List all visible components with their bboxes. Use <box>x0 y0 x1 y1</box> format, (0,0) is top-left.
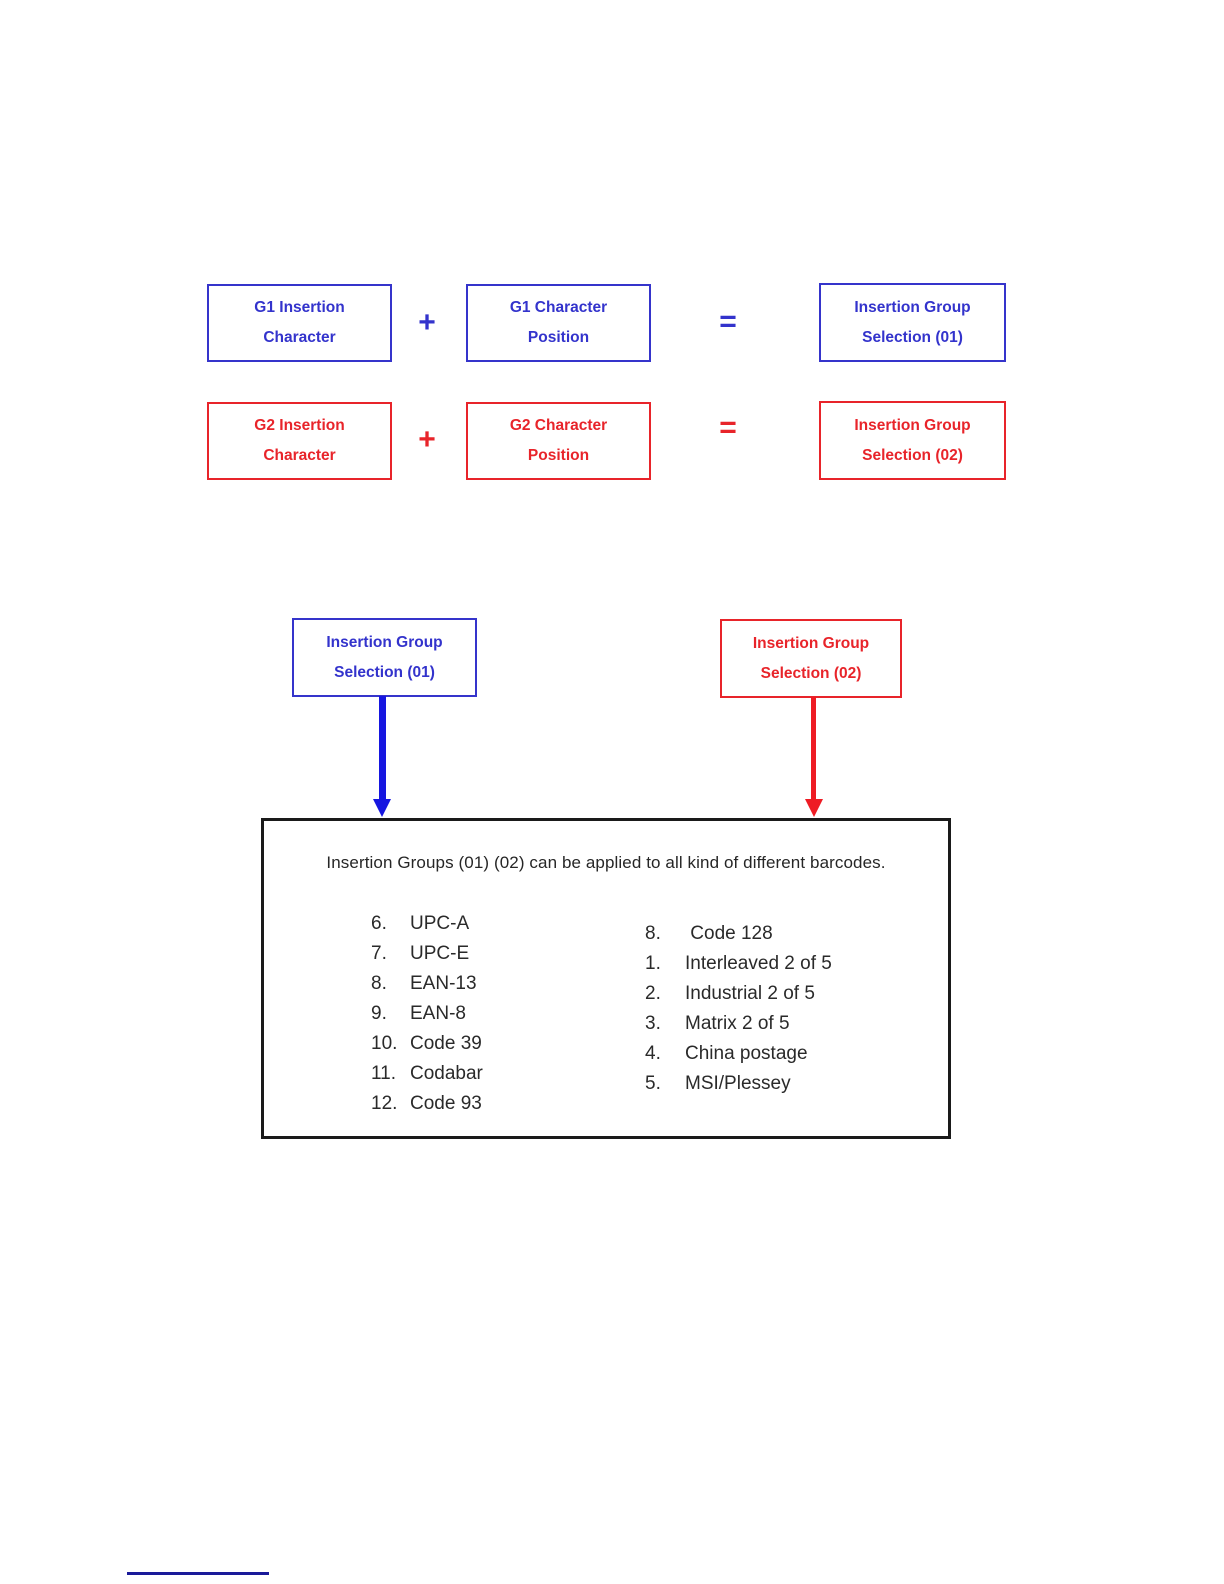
box-label-line: G1 Insertion <box>254 299 345 316</box>
box-label-line: Selection (02) <box>862 446 963 464</box>
box-label-line: Insertion Group <box>326 633 443 651</box>
item-label: Interleaved 2 of 5 <box>685 953 832 974</box>
item-number: 5. <box>645 1073 661 1094</box>
item-label: Code 128 <box>685 923 773 944</box>
box-label-line: G2 Insertion <box>254 417 345 434</box>
list-item: 12. Code 93 <box>371 1091 483 1121</box>
barcode-panel: Insertion Groups (01) (02) can be applie… <box>261 818 951 1139</box>
g1-character-position-box: G1 Character Position <box>466 284 651 362</box>
item-number: 12. <box>371 1093 398 1114</box>
box-label-line: Position <box>527 329 590 346</box>
item-label: UPC-A <box>410 913 470 934</box>
item-number: 8. <box>645 923 661 944</box>
box-label-line: Insertion Group <box>854 298 971 316</box>
item-number: 11. <box>371 1063 397 1084</box>
box-label-line: Selection (01) <box>334 663 435 681</box>
item-label: Code 93 <box>410 1093 482 1114</box>
list-item: 8. Code 128 <box>645 921 832 951</box>
list-item: 3. Matrix 2 of 5 <box>645 1011 832 1041</box>
equals-operator: = <box>719 305 737 338</box>
box-label-line: Position <box>527 447 590 464</box>
box-label-line: Character <box>263 329 336 346</box>
box-label-line: Selection (02) <box>760 664 862 682</box>
item-label: Code 39 <box>410 1033 482 1054</box>
list-item: 9. EAN-8 <box>371 1001 483 1031</box>
footnote-separator-rule <box>127 1572 269 1575</box>
list-item: 2. Industrial 2 of 5 <box>645 981 832 1011</box>
g2-character-position-box: G2 Character Position <box>466 402 651 480</box>
list-item: 11. Codabar <box>371 1061 483 1091</box>
list-item: 7. UPC-E <box>371 941 483 971</box>
item-number: 8. <box>371 973 387 994</box>
item-number: 10. <box>371 1033 398 1054</box>
item-label: EAN-8 <box>410 1003 466 1024</box>
item-number: 2. <box>645 983 661 1004</box>
item-number: 9. <box>371 1003 387 1024</box>
item-label: MSI/Plessey <box>685 1073 791 1094</box>
list-item: 1. Interleaved 2 of 5 <box>645 951 832 981</box>
item-label: EAN-13 <box>410 973 477 994</box>
insertion-group-selection-01-result-box: Insertion Group Selection (01) <box>819 283 1006 362</box>
list-item: 10. Code 39 <box>371 1031 483 1061</box>
red-down-arrow-icon <box>805 799 823 817</box>
insertion-group-selection-02-result-box: Insertion Group Selection (02) <box>819 401 1006 480</box>
g1-insertion-character-box: G1 Insertion Character <box>207 284 392 362</box>
item-label: Industrial 2 of 5 <box>685 983 815 1004</box>
list-item: 6. UPC-A <box>371 911 483 941</box>
g2-insertion-character-box: G2 Insertion Character <box>207 402 392 480</box>
box-label-line: Insertion Group <box>752 634 870 652</box>
list-item: 5. MSI/Plessey <box>645 1071 832 1101</box>
plus-operator: + <box>418 423 436 456</box>
item-number: 1. <box>645 953 661 974</box>
item-number: 3. <box>645 1013 661 1034</box>
blue-down-arrow-stem <box>379 696 386 800</box>
blue-down-arrow-icon <box>373 799 391 817</box>
item-number: 6. <box>371 913 387 934</box>
item-label: China postage <box>685 1043 808 1064</box>
item-number: 4. <box>645 1043 661 1064</box>
equals-operator: = <box>719 411 737 444</box>
list-item: 8. EAN-13 <box>371 971 483 1001</box>
insertion-group-selection-02-box: Insertion Group Selection (02) <box>720 619 902 698</box>
item-label: UPC-E <box>410 943 470 964</box>
panel-title: Insertion Groups (01) (02) can be applie… <box>326 853 886 872</box>
plus-operator: + <box>418 306 436 339</box>
box-label-line: G2 Character <box>509 417 608 434</box>
insertion-group-selection-01-box: Insertion Group Selection (01) <box>292 618 477 697</box>
item-label: Matrix 2 of 5 <box>685 1013 790 1034</box>
red-down-arrow-stem <box>811 697 816 800</box>
list-item: 4. China postage <box>645 1041 832 1071</box>
item-label: Codabar <box>410 1063 483 1084</box>
box-label-line: Insertion Group <box>854 416 971 434</box>
item-number: 7. <box>371 943 387 964</box>
box-label-line: Character <box>263 447 336 464</box>
box-label-line: G1 Character <box>509 299 608 316</box>
barcode-list-left: 6. UPC-A 7. UPC-E 8. EAN-13 9. EAN-8 10.… <box>371 911 483 1121</box>
barcode-list-right: 8. Code 128 1. Interleaved 2 of 5 2. Ind… <box>645 921 832 1101</box>
box-label-line: Selection (01) <box>862 328 963 346</box>
